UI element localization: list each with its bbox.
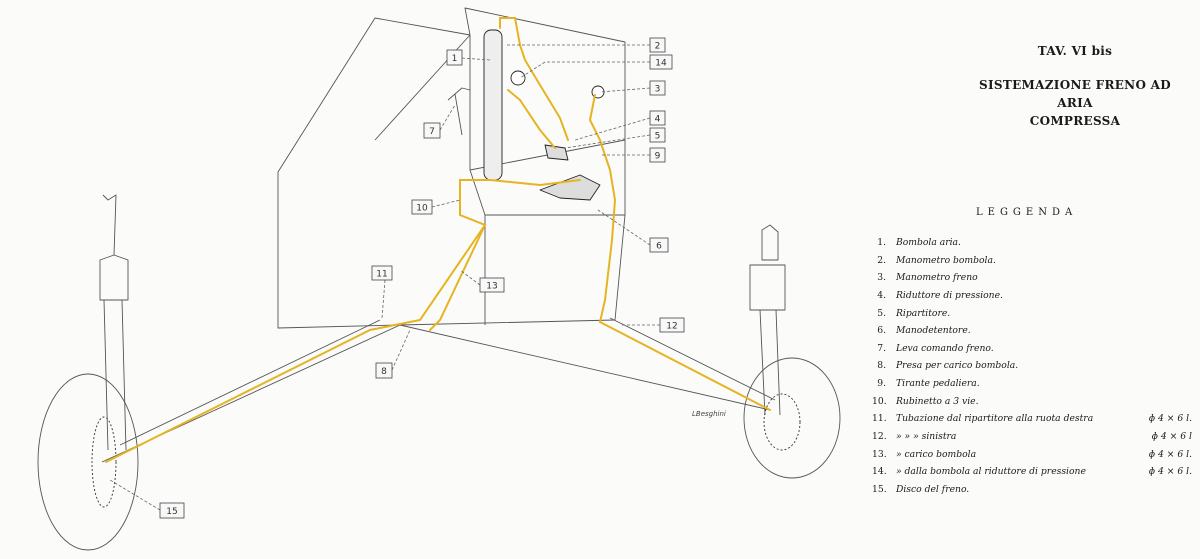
legend-list: 1. Bombola aria. 2. Manometro bombola. 3. Man…	[872, 237, 1192, 502]
legend-item: 9. Tirante pedaliera.	[872, 378, 1192, 396]
callout-13: 13	[486, 282, 497, 292]
valve-cluster	[539, 144, 601, 201]
legend-text: » dalla bombola al riduttore di pression…	[896, 466, 1086, 478]
legend-number: 5.	[877, 307, 886, 319]
callout-6: 6	[656, 242, 662, 252]
legend-item: 8. Presa per carico bombola.	[872, 360, 1192, 378]
legend-number: 6.	[877, 325, 886, 337]
legend-text: Leva comando freno.	[896, 342, 994, 354]
right-wheel	[743, 357, 841, 479]
bottle-gauge	[510, 70, 526, 86]
legend-text: Presa per carico bombola.	[896, 360, 1019, 372]
right-brake-disc	[763, 393, 801, 451]
legend-item: 1. Bombola aria.	[872, 237, 1192, 255]
callout-5: 5	[655, 132, 661, 142]
plate-title: TAV. VI bis	[1037, 44, 1113, 58]
legend-text: Bombola aria.	[896, 237, 961, 248]
legend-text: Ripartitore.	[896, 307, 951, 319]
legend-text: Manometro bombola.	[896, 254, 996, 266]
fuselage-outline	[277, 7, 626, 329]
artist-signature: LBesghini	[692, 410, 726, 418]
legend-item: 10. Rubinetto a 3 vie.	[872, 396, 1192, 414]
legend-dimension: ɸ 4 × 6 l.	[1148, 448, 1192, 460]
air-bottle	[483, 29, 503, 181]
legend-text: Riduttore di pressione.	[896, 289, 1003, 301]
main-title-line-1: SISTEMAZIONE FRENO AD ARIA	[979, 78, 1171, 110]
legend-item: 4. Riduttore di pressione.	[872, 290, 1192, 308]
callout-1: 1	[452, 54, 458, 64]
legend-number: 10.	[872, 395, 887, 407]
main-title: SISTEMAZIONE FRENO AD ARIA COMPRESSA	[960, 76, 1190, 130]
legend-item: 14. » dalla bombola al riduttore di press…	[872, 466, 1192, 484]
right-gear-strut	[399, 317, 776, 411]
legend-text: Tirante pedaliera.	[896, 378, 980, 390]
fuselage-inner-edges	[374, 34, 626, 325]
legend-number: 8.	[877, 360, 886, 372]
legend-text: Disco del freno.	[896, 483, 970, 495]
legend-text: Rubinetto a 3 vie.	[896, 395, 979, 407]
legend-number: 12.	[872, 431, 887, 443]
legend-number: 13.	[872, 448, 887, 460]
callout-4: 4	[655, 115, 661, 125]
brake-system-diagram: LBesghini	[37, 7, 841, 551]
callout-12: 12	[666, 322, 677, 332]
legend-number: 3.	[877, 272, 886, 284]
legend-item: 7. Leva comando freno.	[872, 343, 1192, 361]
air-pipes	[105, 17, 771, 463]
legend-text: » carico bombola	[896, 448, 977, 460]
legend-text: Manometro freno	[896, 272, 978, 284]
brake-lever	[447, 87, 471, 136]
legend-text: Tubazione dal ripartitore alla ruota des…	[896, 413, 1094, 425]
legend-number: 4.	[877, 289, 886, 301]
legend-item: 6. Manodetentore.	[872, 325, 1192, 343]
callout-15: 15	[166, 507, 177, 517]
legend-dimension: ɸ 4 × 6 l	[1151, 431, 1192, 443]
legend-number: 11.	[872, 413, 887, 425]
legend-item: 11. Tubazione dal ripartitore alla ruota …	[872, 413, 1192, 431]
legend-item: 13. » carico bombola ɸ 4 × 6 l.	[872, 449, 1192, 467]
callout-7: 7	[429, 127, 435, 137]
legend-heading: LEGGENDA	[976, 207, 1078, 218]
left-wheel	[37, 373, 139, 551]
right-shock-strut	[749, 224, 786, 416]
callout-3: 3	[655, 85, 661, 95]
callout-10: 10	[416, 204, 428, 214]
legend-number: 14.	[872, 466, 887, 478]
callout-8: 8	[381, 367, 387, 377]
legend-number: 2.	[877, 254, 886, 266]
left-shock-strut	[99, 194, 129, 451]
callout-labels: 1 2 14 3 7 4 5 9 10 6 11 13 12 8 15	[166, 42, 677, 518]
legend-number: 1.	[877, 237, 886, 248]
legend-dimension: ɸ 4 × 6 l.	[1148, 466, 1192, 478]
legend-dimension: ɸ 4 × 6 l.	[1148, 413, 1192, 425]
callout-boxes	[159, 37, 685, 519]
legend-text: » » » sinistra	[896, 431, 957, 443]
legend-text: Manodetentore.	[896, 325, 971, 337]
main-title-line-2: COMPRESSA	[1029, 114, 1121, 128]
callout-14: 14	[655, 59, 667, 69]
legend-item: 15. Disco del freno.	[872, 484, 1192, 502]
legend-number: 9.	[877, 378, 886, 390]
legend-item: 12. » » » sinistra ɸ 4 × 6 l	[872, 431, 1192, 449]
left-brake-disc	[91, 416, 117, 508]
legend-number: 15.	[872, 483, 887, 495]
legend-item: 3. Manometro freno	[872, 272, 1192, 290]
callout-9: 9	[655, 152, 661, 162]
callout-2: 2	[655, 42, 661, 52]
legend-item: 2. Manometro bombola.	[872, 255, 1192, 273]
legend-item: 5. Ripartitore.	[872, 308, 1192, 326]
legend-number: 7.	[877, 342, 886, 354]
callout-11: 11	[376, 270, 387, 280]
